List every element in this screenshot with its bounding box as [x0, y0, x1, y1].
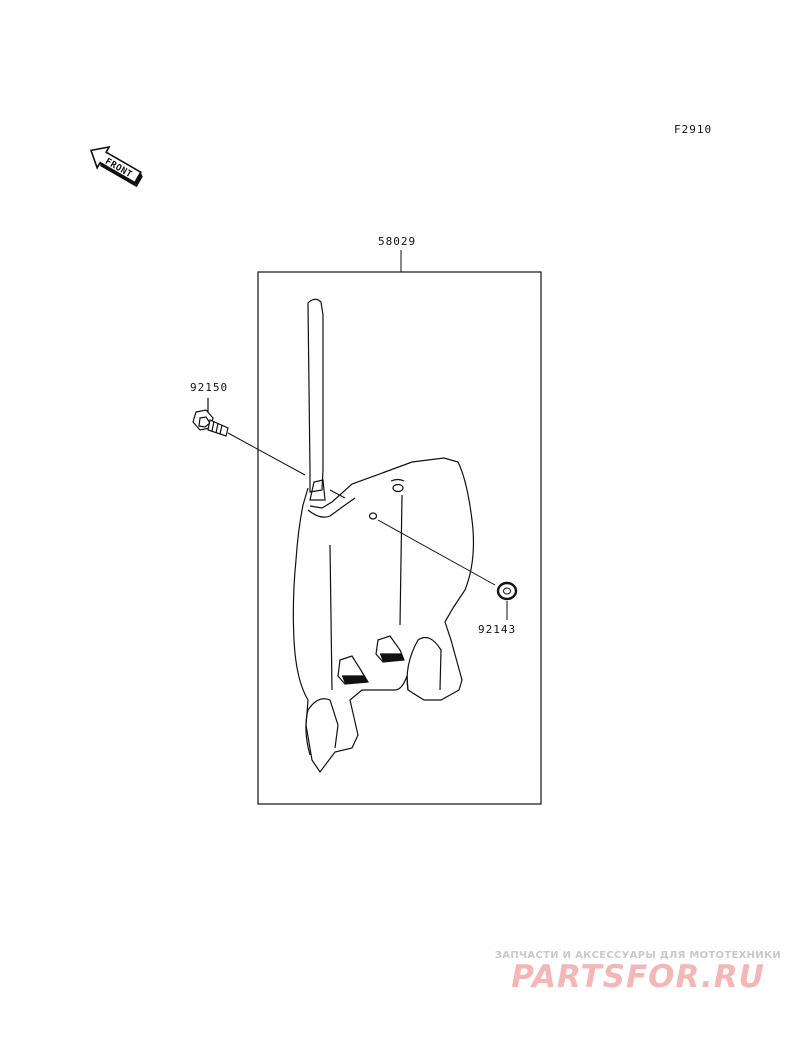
grommet-leader-line [377, 519, 496, 586]
front-arrow-icon: FRONT [89, 145, 143, 188]
bolt-leader-line [227, 432, 306, 476]
watermark: ЗАПЧАСТИ И АКСЕССУАРЫ ДЛЯ МОТОТЕХНИКИ PA… [488, 950, 788, 995]
part-number-92150: 92150 [190, 381, 229, 394]
part-number-92143: 92143 [478, 623, 517, 636]
tab-shade-left [342, 676, 368, 684]
grommet-part [496, 581, 518, 601]
bolt-part [192, 398, 229, 437]
tab-shade-right [380, 654, 404, 662]
number-plate-part [292, 298, 475, 774]
assembly-box [257, 271, 542, 805]
figure-code: F2910 [674, 123, 713, 136]
bolt-leader-line-2 [329, 489, 346, 499]
watermark-tagline: ЗАПЧАСТИ И АКСЕССУАРЫ ДЛЯ МОТОТЕХНИКИ [494, 950, 782, 961]
watermark-brand: PARTSFOR.RU [511, 959, 765, 995]
part-number-58029: 58029 [378, 235, 417, 248]
